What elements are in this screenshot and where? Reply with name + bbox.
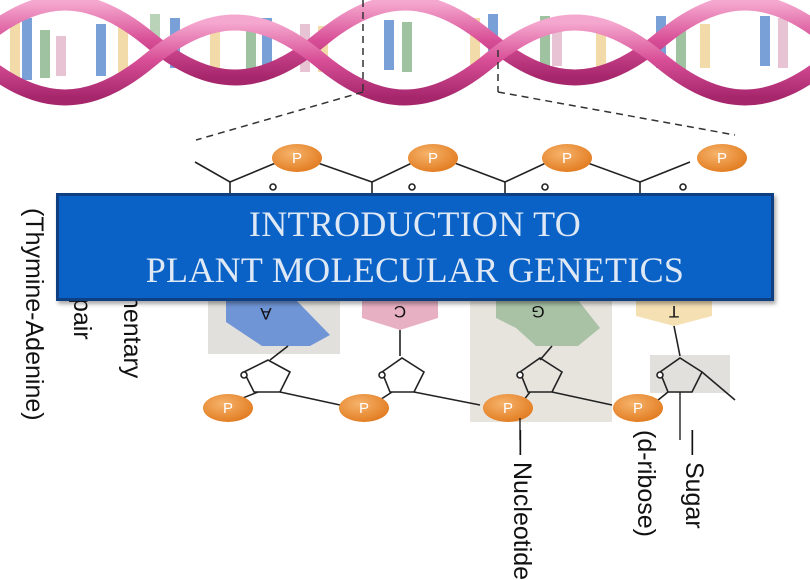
- bottom-phosphate-label-3: P: [503, 400, 513, 417]
- bottom-phosphate-label-1: P: [223, 400, 233, 417]
- base-c: C: [362, 300, 438, 330]
- base-t-label: T: [669, 302, 679, 321]
- top-phosphate-label-1: P: [292, 150, 302, 167]
- top-phosphate-label-3: P: [562, 150, 572, 167]
- bottom-phosphates: [203, 394, 663, 422]
- dna-helix: [0, 0, 810, 106]
- title-line-1: INTRODUCTION TO: [248, 204, 582, 244]
- nucleotide-label-text: Nucleotide: [508, 461, 536, 580]
- top-phosphate-label-2: P: [428, 150, 438, 167]
- title-line-2: PLANT MOLECULAR GENETICS: [145, 250, 685, 290]
- top-backbone: [194, 161, 691, 193]
- top-phosphates: [272, 144, 747, 172]
- sugar-label: — Sugar: [680, 430, 708, 529]
- base-sugar-links: [269, 325, 681, 361]
- sugar-sub-label: (d-ribose): [632, 430, 660, 537]
- base-g: G: [496, 300, 600, 346]
- base-c-label: C: [394, 302, 406, 321]
- left-caption-3: mentary: [118, 288, 146, 379]
- zoom-lines: [195, 0, 736, 141]
- base-a: A: [226, 300, 330, 346]
- sugar-label-text: Sugar: [680, 461, 708, 529]
- dna-diagram: P P P P A C G T: [0, 0, 810, 440]
- nucleotide-label: — Nucleotide: [508, 430, 536, 580]
- callout-lines: [519, 392, 681, 440]
- base-a-label: A: [260, 304, 272, 323]
- helix-strand-2: [0, 14, 810, 106]
- helix-strand-1: [0, 0, 810, 86]
- title-banner: INTRODUCTION TO PLANT MOLECULAR GENETICS: [56, 193, 774, 301]
- top-phosphate-label-4: P: [717, 150, 727, 167]
- base-g-label: G: [531, 302, 544, 321]
- bottom-phosphate-label-2: P: [359, 400, 369, 417]
- left-caption-1: (Thymine-Adenine): [20, 208, 48, 421]
- bottom-phosphate-label-4: P: [633, 400, 643, 417]
- left-caption-2: pair: [68, 298, 96, 340]
- base-t: T: [636, 300, 712, 326]
- sugar-rings: [240, 357, 736, 401]
